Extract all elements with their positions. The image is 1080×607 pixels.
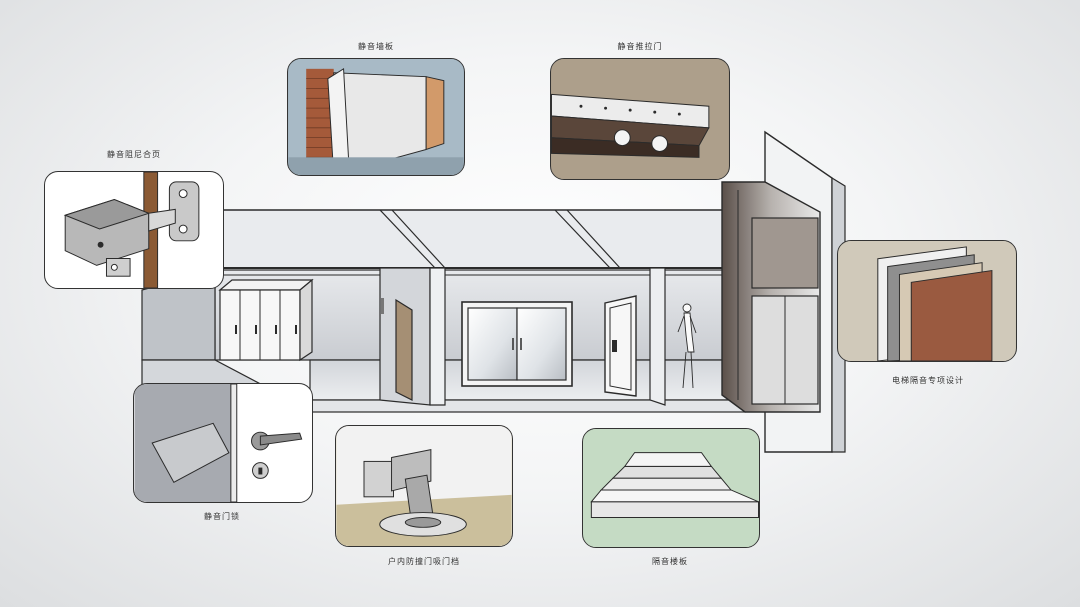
sliding-window xyxy=(461,301,573,387)
elevator-tower xyxy=(721,130,846,453)
label-floor-board: 隔音楼板 xyxy=(652,557,688,566)
room-door xyxy=(604,295,637,397)
hinge-illustration xyxy=(63,172,200,288)
label-damper-hinge: 静音阻尼合页 xyxy=(107,150,161,159)
ceiling xyxy=(214,209,726,269)
card-sliding-door xyxy=(550,58,730,180)
right-partition xyxy=(649,267,666,406)
card-elevator-design xyxy=(837,240,1017,362)
card-wall-panel xyxy=(287,58,465,176)
door-stopper-illustration xyxy=(336,426,512,546)
label-door-stopper: 户内防撞门吸门档 xyxy=(388,557,460,566)
elevator-wall-layers-illustration xyxy=(838,241,1016,361)
person-figure xyxy=(677,303,697,389)
sliding-door-illustration xyxy=(551,59,729,179)
card-door-lock xyxy=(133,383,313,503)
label-elevator-design: 电梯隔音专项设计 xyxy=(892,376,964,385)
interior-partition xyxy=(379,267,446,406)
card-door-stopper xyxy=(335,425,513,547)
floor-board-layers-illustration xyxy=(583,429,759,547)
label-wall-panel: 静音墙板 xyxy=(358,42,394,51)
wall-panel-illustration xyxy=(288,59,464,175)
label-door-lock: 静音门锁 xyxy=(204,512,240,521)
door-lock-illustration xyxy=(134,384,303,502)
storage-cabinets xyxy=(218,278,314,362)
label-sliding-door: 静音推拉门 xyxy=(617,42,663,51)
card-floor-board xyxy=(582,428,760,548)
card-damper-hinge xyxy=(44,171,224,289)
